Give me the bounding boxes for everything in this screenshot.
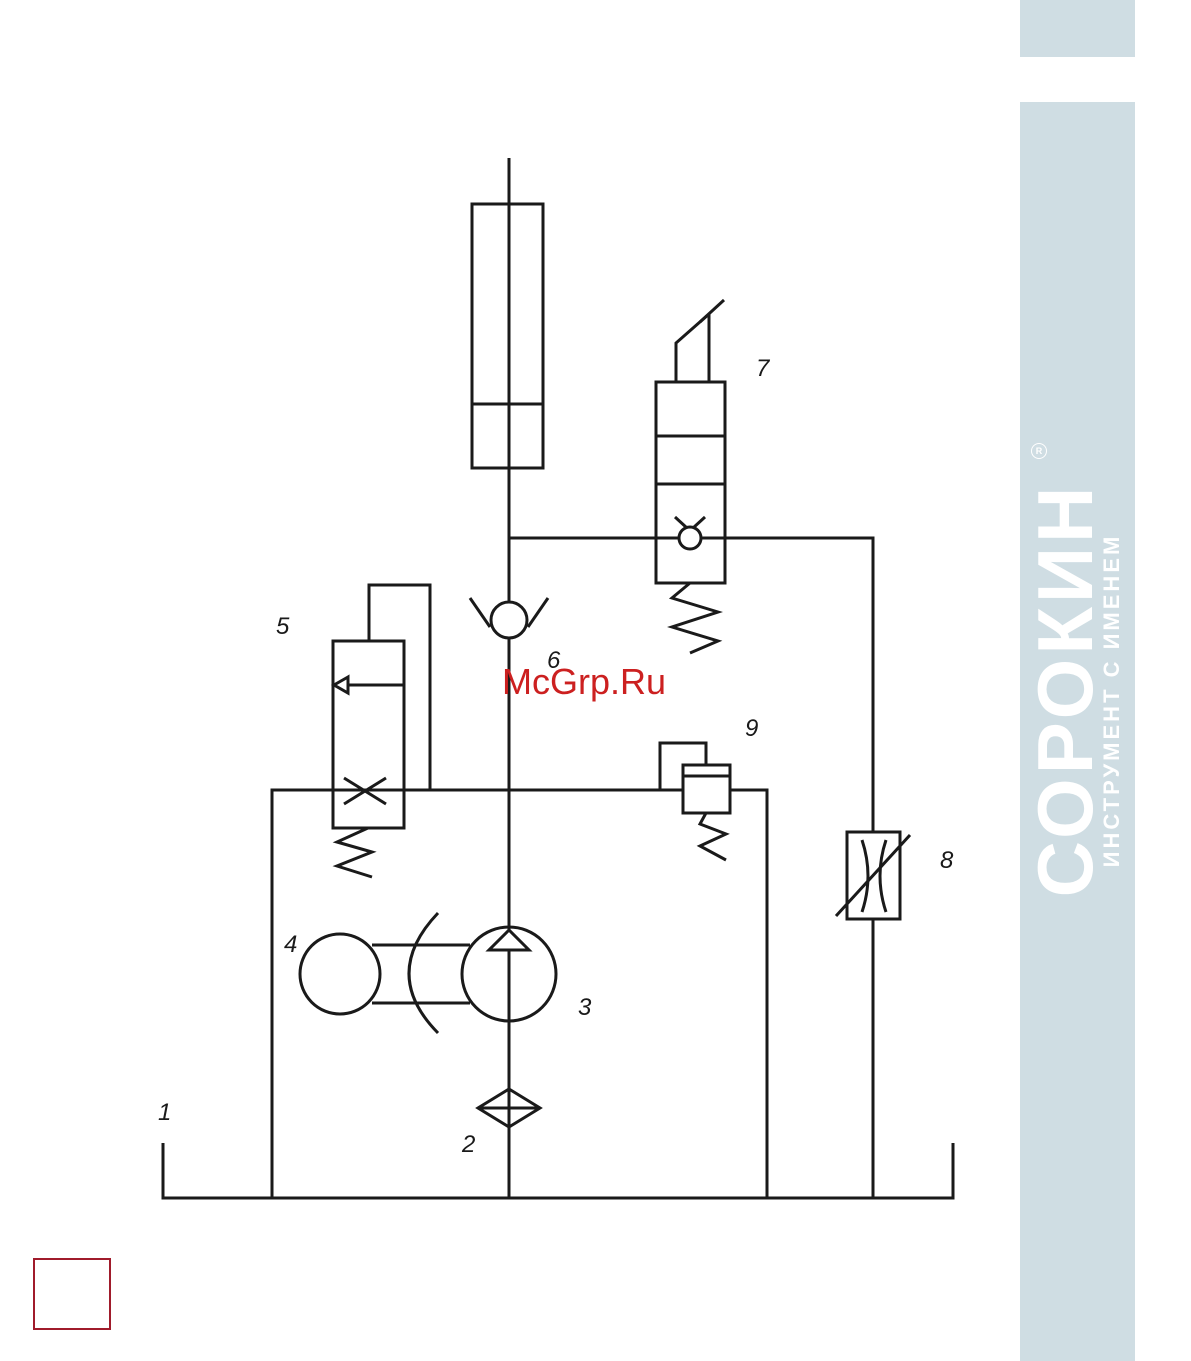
label-relief-valve: 5 — [276, 613, 290, 640]
return-branch-line — [509, 538, 873, 1198]
check-valve — [470, 598, 548, 638]
label-filter: 2 — [461, 1131, 475, 1158]
tank — [163, 1143, 953, 1198]
filter — [478, 1089, 540, 1127]
label-release-valve: 7 — [756, 355, 771, 382]
label-tank: 1 — [158, 1099, 171, 1126]
release-valve — [656, 300, 873, 653]
relief-valve — [272, 585, 430, 877]
label-safety-valve: 9 — [745, 715, 758, 742]
label-throttle: 8 — [940, 847, 954, 874]
label-motor: 4 — [284, 931, 297, 958]
label-pump: 3 — [578, 994, 592, 1021]
motor — [300, 913, 470, 1033]
throttle — [836, 832, 910, 919]
pump — [462, 927, 556, 1021]
watermark: McGrp.Ru — [502, 661, 666, 702]
safety-valve — [660, 743, 730, 860]
